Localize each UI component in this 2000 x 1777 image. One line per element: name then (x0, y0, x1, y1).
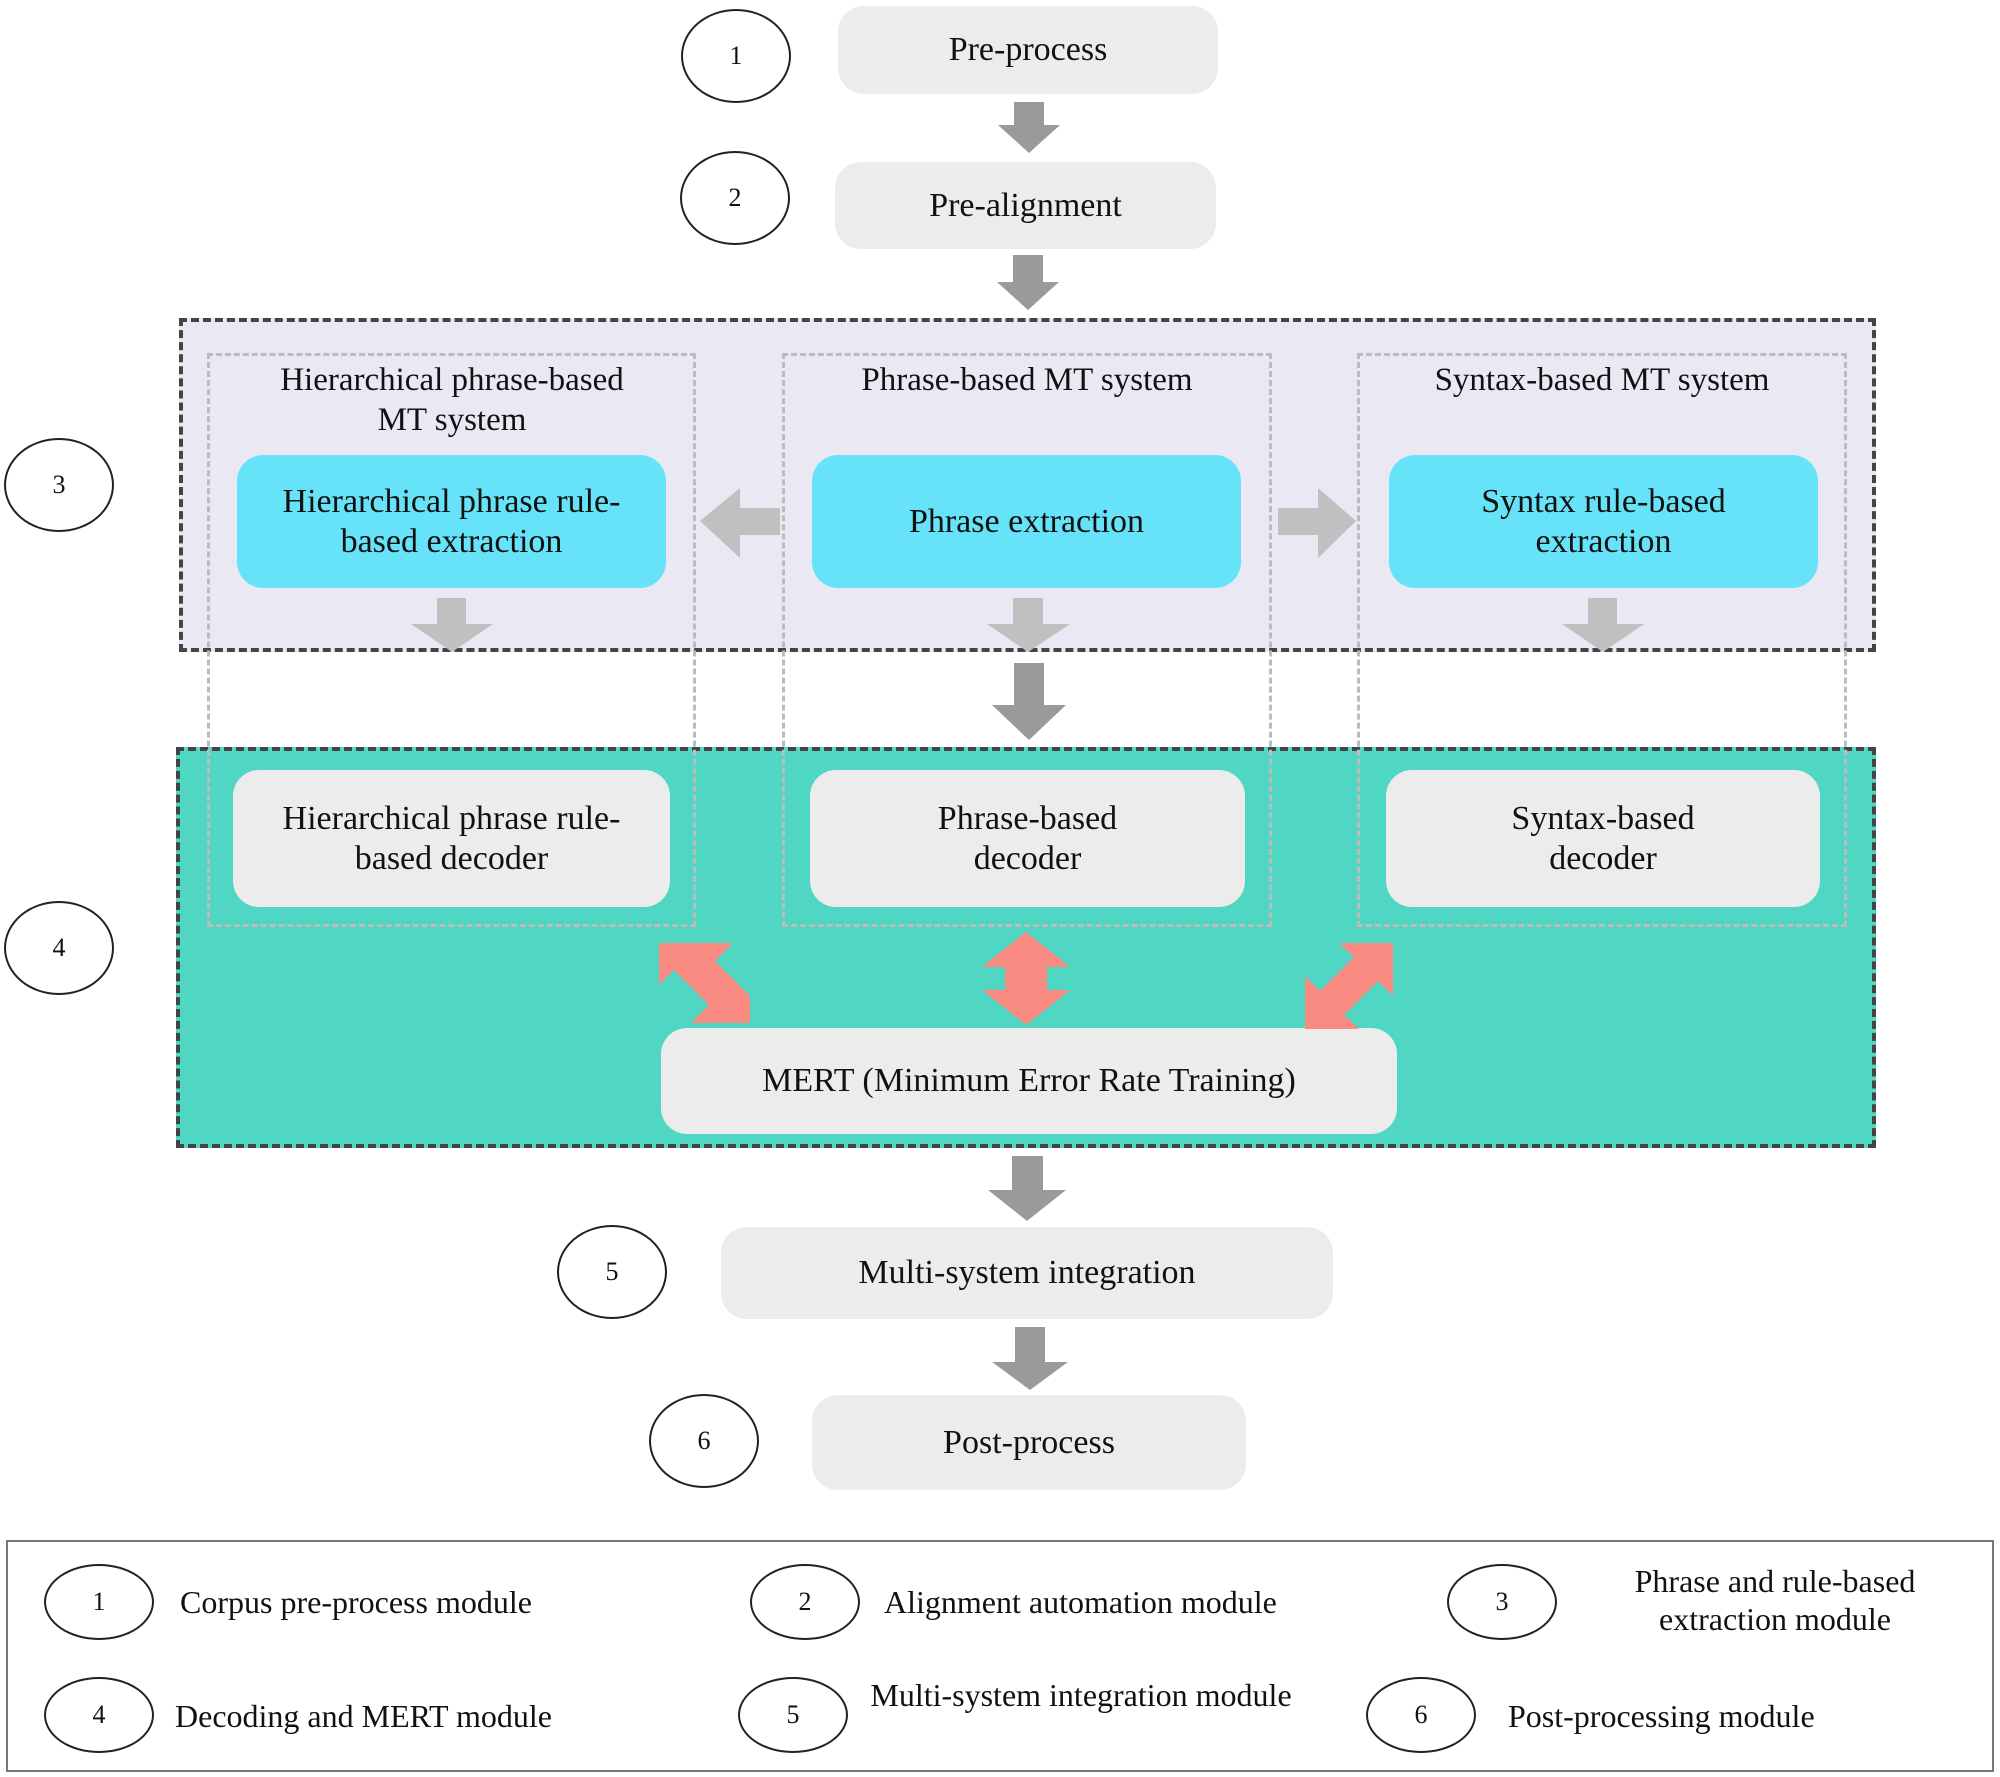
title-hierarchical-system: Hierarchical phrase-based MT system (280, 362, 624, 438)
diagonal-double-arrow-icon (1305, 943, 1393, 1029)
legend-box (6, 1540, 1994, 1772)
step-number-1: 1 (729, 41, 743, 70)
vertical-double-arrow-icon (982, 932, 1070, 1025)
down-arrow-icon (998, 102, 1060, 153)
step-circle-1: 1 (681, 9, 791, 103)
column-phrase-system (782, 353, 1272, 927)
legend-circle-2: 2 (750, 1564, 860, 1640)
down-arrow-icon (411, 598, 493, 652)
down-arrow-icon (992, 663, 1066, 740)
post-process-box[interactable]: Post-process (812, 1395, 1246, 1490)
legend-number-6: 6 (1414, 1700, 1428, 1729)
phrase-decoder-label: Phrase-based decoder (937, 799, 1118, 877)
down-arrow-icon (987, 598, 1070, 652)
down-arrow-icon (1562, 598, 1644, 652)
down-arrow-icon (992, 1327, 1068, 1390)
title-syntax-system: Syntax-based MT system (1434, 362, 1770, 398)
syntax-extraction-label: Syntax rule-based extraction (1481, 482, 1726, 560)
legend-label-1: Corpus pre-process module (180, 1584, 532, 1620)
pre-alignment-label: Pre-alignment (929, 186, 1122, 224)
legend-label-5: Multi-system integration module (870, 1677, 1292, 1713)
legend-circle-5: 5 (738, 1677, 848, 1753)
step-circle-5: 5 (557, 1225, 667, 1319)
step-circle-4: 4 (4, 901, 114, 995)
syntax-decoder-box[interactable]: Syntax-based decoder (1386, 770, 1820, 907)
legend-label-2: Alignment automation module (884, 1584, 1277, 1620)
legend-circle-3: 3 (1447, 1564, 1557, 1640)
legend-label-6: Post-processing module (1508, 1698, 1815, 1734)
legend-circle-4: 4 (44, 1677, 154, 1753)
syntax-decoder-label: Syntax-based decoder (1511, 799, 1695, 877)
pre-process-box[interactable]: Pre-process (838, 6, 1218, 94)
down-arrow-icon (997, 255, 1059, 310)
step-number-6: 6 (697, 1426, 711, 1455)
mert-box[interactable]: MERT (Minimum Error Rate Training) (661, 1028, 1397, 1134)
multi-system-integration-label: Multi-system integration (858, 1254, 1196, 1291)
legend-number-3: 3 (1495, 1587, 1509, 1616)
legend-circle-6: 6 (1366, 1677, 1476, 1753)
step-number-3: 3 (52, 470, 66, 499)
syntax-extraction-box[interactable]: Syntax rule-based extraction (1389, 455, 1818, 588)
step-circle-6: 6 (649, 1394, 759, 1488)
mert-label: MERT (Minimum Error Rate Training) (762, 1062, 1296, 1099)
legend-label-3: Phrase and rule-based extraction module (1634, 1563, 1916, 1637)
phrase-extraction-label: Phrase extraction (908, 502, 1145, 540)
legend-number-1: 1 (92, 1587, 106, 1616)
hierarchical-decoder-box[interactable]: Hierarchical phrase rule-based decoder (233, 770, 670, 907)
legend-number-4: 4 (92, 1700, 106, 1729)
step-circle-3: 3 (4, 438, 114, 532)
down-arrow-icon (988, 1156, 1066, 1221)
pre-alignment-box[interactable]: Pre-alignment (835, 162, 1216, 249)
hierarchical-decoder-label: Hierarchical phrase rule-based decoder (282, 799, 621, 877)
step-circle-2: 2 (680, 151, 790, 245)
legend-circle-1: 1 (44, 1564, 154, 1640)
step-number-2: 2 (728, 183, 742, 212)
phrase-extraction-box[interactable]: Phrase extraction (812, 455, 1241, 588)
left-arrow-icon (700, 488, 780, 558)
column-hierarchical-system (207, 353, 696, 927)
phrase-decoder-box[interactable]: Phrase-based decoder (810, 770, 1245, 907)
multi-system-integration-box[interactable]: Multi-system integration (721, 1227, 1333, 1319)
diagonal-double-arrow-icon (659, 943, 750, 1023)
right-arrow-icon (1278, 488, 1356, 558)
column-syntax-system (1357, 353, 1847, 927)
legend-label-4: Decoding and MERT module (175, 1698, 552, 1734)
hierarchical-extraction-box[interactable]: Hierarchical phrase rule-based extractio… (237, 455, 666, 588)
legend-number-2: 2 (798, 1587, 812, 1616)
post-process-label: Post-process (943, 1423, 1115, 1461)
title-phrase-system: Phrase-based MT system (861, 362, 1193, 398)
step-number-4: 4 (52, 933, 66, 962)
hierarchical-extraction-label: Hierarchical phrase rule-based extractio… (282, 482, 621, 560)
step-number-5: 5 (605, 1257, 619, 1286)
legend-number-5: 5 (786, 1700, 800, 1729)
pre-process-label: Pre-process (948, 31, 1108, 68)
